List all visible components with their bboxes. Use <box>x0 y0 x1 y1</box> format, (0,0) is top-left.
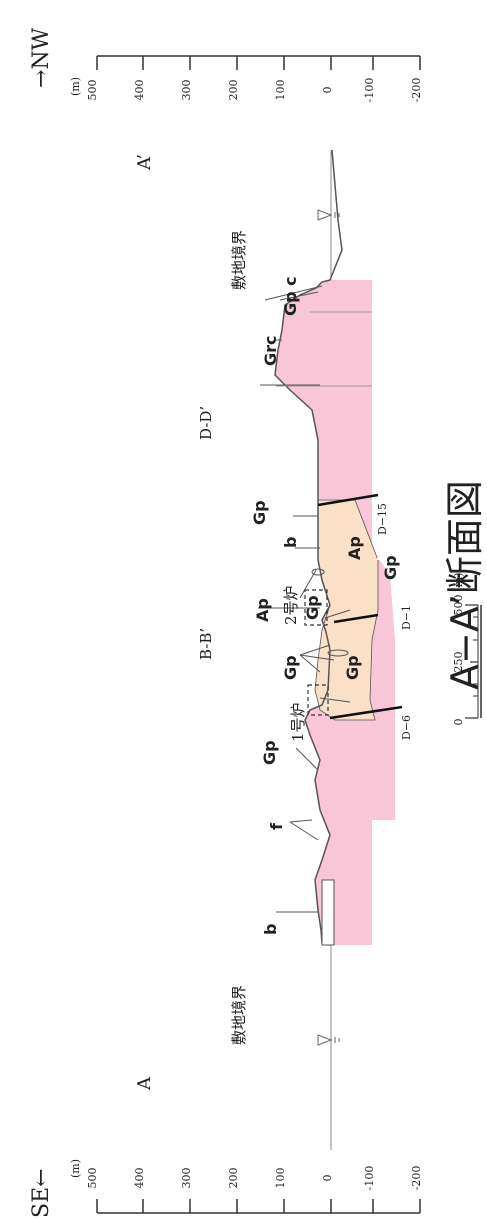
andesite-lens <box>327 649 349 657</box>
ground-surface <box>274 149 343 946</box>
horizontal-tick-label: 500 <box>452 595 465 616</box>
fault-line <box>329 705 403 720</box>
geology-label-ap: Ap <box>253 598 272 622</box>
elevation-unit-right: (m) <box>69 77 82 96</box>
horizontal-tick-label: 0 <box>452 719 465 726</box>
elev-tick-label: -200 <box>410 78 423 103</box>
elev-tick-label: 500 <box>86 80 99 101</box>
geology-label-gp: Gp <box>250 500 269 525</box>
borehole-d6: D−6 <box>400 715 413 740</box>
small-lens <box>311 568 325 576</box>
horizontal-scale-bar: 0 250 500 (m) <box>452 572 482 726</box>
section-end-a: A <box>134 1076 155 1091</box>
elev-tick-label: 200 <box>227 1168 240 1189</box>
geologic-section <box>274 149 403 946</box>
water-level-icon <box>317 1034 340 1046</box>
elevation-unit-left: (m) <box>69 1159 82 1178</box>
surface-deposit-b <box>321 879 335 946</box>
direction-nw-label: →NW <box>29 27 54 88</box>
elev-tick-label: 300 <box>180 1168 193 1189</box>
elev-tick-label: 100 <box>274 80 287 101</box>
elevation-scale-right: (m) 500 400 300 200 100 0 -100 -200 <box>69 55 423 103</box>
geology-label-gp: Gp <box>303 595 322 620</box>
elev-tick-label: 400 <box>133 1168 146 1189</box>
section-title: A−A’断面図 <box>443 480 487 690</box>
elev-tick-label: 400 <box>133 80 146 101</box>
reactor-1-label: 1号炉 <box>289 702 307 742</box>
elev-tick-label: 200 <box>227 80 240 101</box>
cross-section-bb: B-B’ <box>197 628 215 660</box>
elev-tick-label: 0 <box>321 87 334 94</box>
elev-tick-label: 500 <box>86 1168 99 1189</box>
geology-label-ap: Ap <box>345 536 364 560</box>
horizontal-scale-unit: (m) <box>452 572 465 591</box>
elev-tick-label: -100 <box>363 78 376 103</box>
water-level-icon <box>317 209 340 221</box>
geology-label-gp: Gp <box>381 555 400 580</box>
fault-line <box>317 493 379 507</box>
horizontal-tick-label: 250 <box>452 652 465 673</box>
elev-tick-label: 100 <box>274 1168 287 1189</box>
geology-label-b: b <box>281 537 300 548</box>
fault-line <box>333 613 379 624</box>
elev-tick-label: -200 <box>410 1166 423 1191</box>
geology-label-gpc: Gp c <box>281 276 300 316</box>
reactor-outline-1 <box>307 684 329 716</box>
elev-tick-label: 0 <box>321 1175 334 1182</box>
geology-label-gp: Gp <box>343 655 362 680</box>
geology-label-gp: Gp <box>281 655 300 680</box>
elev-tick-label: -100 <box>363 1166 376 1191</box>
elev-tick-label: 300 <box>180 80 193 101</box>
reactor-outline-2 <box>304 589 328 626</box>
geology-label-grc: Grc <box>261 335 280 366</box>
section-end-a-prime: A’ <box>134 154 155 171</box>
leader-lines <box>258 285 351 913</box>
geology-label-b: b <box>261 924 280 935</box>
site-boundary-label-se: 敷地境界 <box>230 985 248 1045</box>
borehole-d15: D−15 <box>376 503 389 535</box>
reactor-2-label: 2号炉 <box>282 585 300 625</box>
site-boundary-label-nw: 敷地境界 <box>230 230 248 290</box>
geology-label-gp: Gp <box>260 740 279 765</box>
direction-se-label: SE← <box>29 1168 54 1218</box>
elevation-scale-left: (m) 500 400 300 200 100 0 -100 -200 <box>69 1159 423 1214</box>
cross-section-dd: D-D’ <box>197 406 215 440</box>
geology-label-f: f <box>267 822 286 830</box>
borehole-d1: D−1 <box>400 605 413 630</box>
